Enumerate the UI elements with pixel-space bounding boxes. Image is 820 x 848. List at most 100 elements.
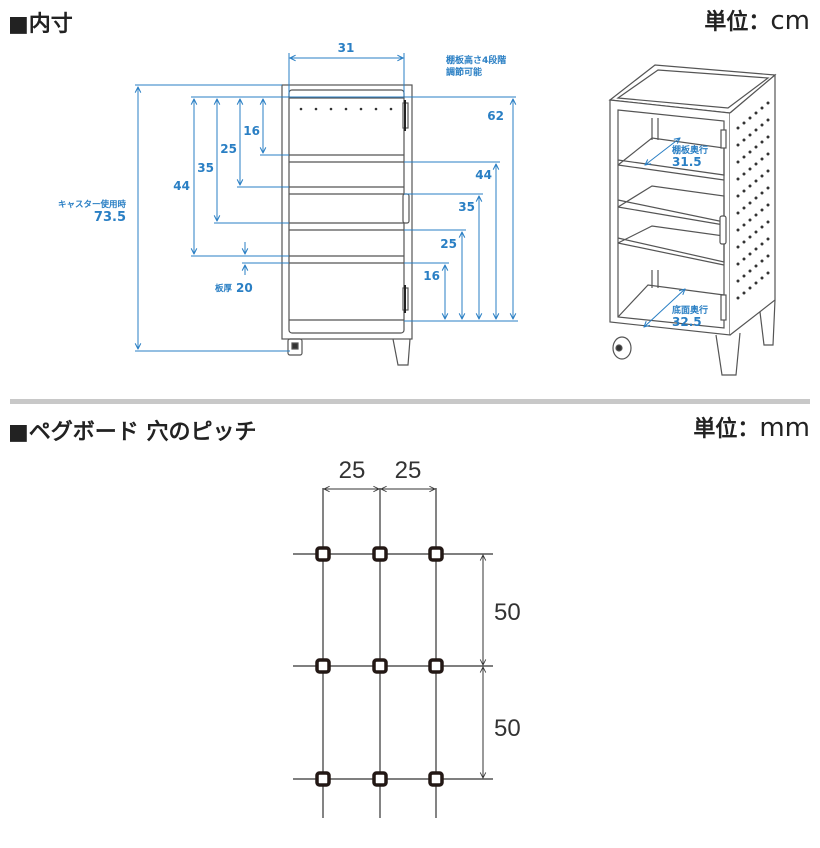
side-peg-hole	[760, 140, 764, 144]
shelf-note-line1: 棚板高さ4段階	[446, 54, 506, 66]
unit-value: cm	[770, 6, 810, 36]
leg	[392, 338, 411, 366]
side-peg-hole	[748, 133, 752, 137]
side-peg-hole	[754, 145, 758, 149]
dim-board-thickness: 20	[236, 281, 253, 295]
side-leg	[759, 299, 776, 346]
front-view-cabinet	[281, 84, 413, 366]
side-peg-hole	[754, 128, 758, 132]
side-peg-hole	[766, 203, 770, 207]
peg-hole	[372, 658, 388, 674]
side-peg-hole	[748, 150, 752, 154]
dim-inner-height: 62	[487, 109, 504, 123]
side-peg-hole	[748, 286, 752, 290]
side-peg-hole	[760, 208, 764, 212]
side-peg-hole	[742, 240, 746, 244]
peg-hole	[315, 771, 331, 787]
side-peg-hole	[736, 279, 740, 283]
side-peg-hole	[736, 194, 740, 198]
dim-right-35: 35	[458, 200, 475, 214]
peg-hole	[428, 546, 444, 562]
front-leg	[715, 332, 741, 376]
peg-hole	[315, 658, 331, 674]
perspective-caster-icon	[612, 336, 632, 360]
side-peg-hole	[742, 138, 746, 142]
side-peg-holes	[736, 101, 770, 300]
side-peg-hole	[736, 143, 740, 147]
side-peg-hole	[748, 116, 752, 120]
unit-label-cm: 単位：cm	[704, 4, 810, 36]
peg-hole	[428, 771, 444, 787]
bottom-depth-label: 底面奥行	[672, 304, 708, 316]
side-peg-hole	[760, 106, 764, 110]
side-peg-hole	[748, 201, 752, 205]
side-peg-hole	[748, 252, 752, 256]
perspective-dimensions	[644, 138, 685, 327]
section-title-pegboard-pitch: ■ペグボード 穴のピッチ	[8, 420, 257, 445]
dim-left-16: 16	[243, 124, 260, 138]
dim-right-44: 44	[475, 168, 492, 182]
dim-left-35: 35	[197, 161, 214, 175]
side-peg-hole	[754, 230, 758, 234]
side-peg-hole	[754, 179, 758, 183]
side-peg-hole	[766, 169, 770, 173]
side-peg-hole	[754, 281, 758, 285]
perspective-cabinet	[608, 64, 777, 376]
side-peg-hole	[760, 157, 764, 161]
peg-hole	[372, 771, 388, 787]
side-peg-hole	[766, 271, 770, 275]
peg-hole	[372, 546, 388, 562]
side-peg-hole	[766, 101, 770, 105]
shelf-note-line2: 調節可能	[446, 66, 482, 78]
side-peg-hole	[766, 186, 770, 190]
side-peg-hole	[736, 245, 740, 249]
side-peg-hole	[754, 196, 758, 200]
side-peg-hole	[736, 160, 740, 164]
dim-inner-width: 31	[338, 41, 355, 55]
pitch-labels: 25 25 50 50	[339, 457, 521, 742]
dim-bottom-depth: 32.5	[672, 315, 702, 329]
unit-value: mm	[759, 413, 810, 443]
front-dimensions	[135, 53, 518, 352]
peg-dots	[299, 107, 393, 111]
dim-left-44: 44	[173, 179, 190, 193]
front-dimension-labels: 31 棚板高さ4段階 調節可能 62 キャスター使用時 73.5 16 25 3…	[58, 41, 506, 295]
side-peg-hole	[742, 172, 746, 176]
cabinet-outer-frame	[281, 84, 413, 340]
side-peg-hole	[754, 264, 758, 268]
side-peg-hole	[748, 184, 752, 188]
side-peg-hole	[760, 225, 764, 229]
dim-caster-height: 73.5	[94, 210, 126, 225]
side-peg-hole	[766, 237, 770, 241]
peg-hole	[428, 658, 444, 674]
pegboard-holes	[315, 546, 444, 787]
section-divider	[10, 399, 810, 404]
side-peg-hole	[742, 291, 746, 295]
side-peg-hole	[766, 254, 770, 258]
side-peg-hole	[736, 211, 740, 215]
side-peg-hole	[736, 228, 740, 232]
side-peg-hole	[742, 206, 746, 210]
side-peg-hole	[754, 247, 758, 251]
side-peg-hole	[760, 191, 764, 195]
unit-prefix: 単位：	[704, 10, 771, 35]
side-peg-hole	[742, 257, 746, 261]
side-peg-hole	[748, 235, 752, 239]
h-pitch-1: 25	[339, 457, 366, 484]
dim-right-16: 16	[423, 269, 440, 283]
shelf-depth-label: 棚板奥行	[672, 144, 708, 156]
side-peg-hole	[742, 223, 746, 227]
pitch-dimensions	[324, 489, 483, 778]
v-pitch-1: 50	[494, 599, 521, 626]
side-peg-hole	[748, 167, 752, 171]
section-title-inner-dimensions: ■内寸	[8, 12, 73, 37]
perspective-dimension-labels: 棚板奥行 31.5 底面奥行 32.5	[672, 144, 708, 329]
side-peg-hole	[760, 259, 764, 263]
side-peg-hole	[736, 126, 740, 130]
side-peg-hole	[742, 121, 746, 125]
side-peg-hole	[754, 111, 758, 115]
side-peg-hole	[760, 276, 764, 280]
dim-right-25: 25	[440, 237, 457, 251]
h-pitch-2: 25	[395, 457, 422, 484]
